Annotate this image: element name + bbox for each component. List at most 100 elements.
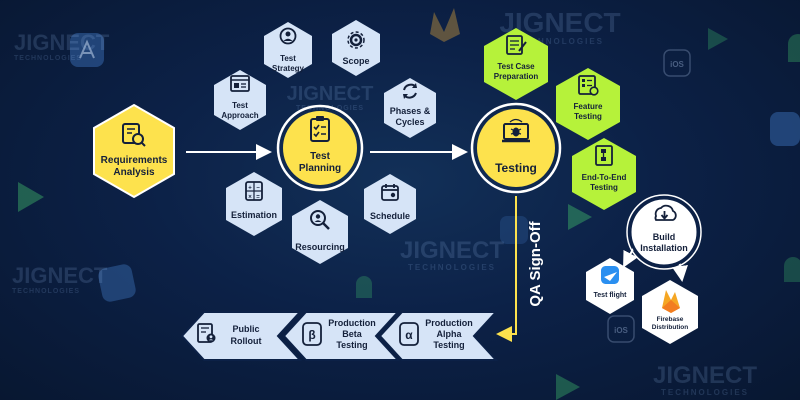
end-to-end-label-line2: Testing [590,183,618,192]
alpha-badge-glyph: α [405,328,413,342]
android-icon [784,257,800,282]
production-beta-line2: Beta [342,329,363,339]
bug-laptop-icon [502,118,530,143]
firebase-label-line1: Firebase [657,316,684,323]
release-step-production-alpha[interactable]: α Production Alpha Testing [378,311,499,361]
app-store-icon [770,112,800,146]
app-store-icon [70,33,104,67]
schedule-hexagon [364,174,416,234]
scope-label: Scope [342,56,369,66]
arrow-qa-signoff [496,196,517,342]
estimation-label: Estimation [231,210,277,220]
android-icon [788,34,800,62]
test-approach-label-line1: Test [232,101,248,110]
planning-item-schedule[interactable]: Schedule [364,174,416,234]
test-case-label-line1: Test Case [497,62,535,71]
build-label-line2: Installation [640,243,688,253]
production-beta-chevron [282,311,401,361]
scope-gear-icon [347,31,365,49]
testing-label: Testing [495,161,537,175]
clipboard-checklist-icon [310,116,330,142]
watermark-tagline: TECHNOLOGIES [408,263,496,272]
testing-circle [477,109,555,187]
public-rollout-line2: Rollout [231,336,262,346]
testing-item-test-case-preparation[interactable]: Test Case Preparation [484,28,548,100]
app-store-icon-glyph [79,39,95,59]
planning-item-scope[interactable]: Scope [332,20,380,76]
ios-label: iOS [614,326,628,335]
beta-badge [302,322,322,346]
release-step-production-beta[interactable]: β Production Beta Testing [282,311,401,361]
build-label-line1: Build [653,232,676,242]
ios-icon [607,315,635,343]
flow-doc-icon [595,145,613,166]
production-alpha-chevron [378,311,499,361]
feature-testing-label-line2: Testing [574,112,602,121]
phases-hexagon [384,78,436,138]
google-play-icon [18,182,44,212]
production-alpha-line1: Production [425,318,473,328]
google-play-icon [568,204,592,230]
test-case-doc-icon [506,35,527,55]
estimation-hexagon [226,172,282,236]
test-strategy-label-line1: Test [280,54,296,63]
cycle-arrows-icon [403,83,417,99]
feature-testing-label-line1: Feature [574,102,603,111]
svg-text:+: + [248,186,252,192]
requirements-hexagon [93,103,175,199]
strategy-person-icon [279,27,297,45]
node-testing[interactable]: Testing [470,102,562,194]
watermark-tagline: TECHNOLOGIES [296,105,364,112]
test-planning-circle [283,111,357,185]
download-cloud-icon [654,204,677,221]
testing-item-end-to-end-testing[interactable]: End-To-End Testing [572,138,636,210]
planning-item-test-strategy[interactable]: Test Strategy [264,22,312,78]
production-alpha-line3: Testing [433,340,464,350]
test-planning-outer-ring [276,104,364,192]
planning-item-estimation[interactable]: + − × = Estimation [226,172,282,236]
watermark-tagline: TECHNOLOGIES [661,388,749,397]
planning-item-resourcing[interactable]: Resourcing [292,200,348,264]
background-decor: iOS iOS [18,8,800,400]
test-flight-label: Test flight [594,292,628,299]
test-approach-hexagon [214,70,266,130]
watermark-brand: JIGNECT [14,30,110,55]
watermark-brand: JIGNECT [400,237,504,264]
test-planning-label-line1: Test [310,151,330,162]
android-icon [356,276,372,298]
magnifier-person-icon [310,210,330,230]
app-store-icon [500,216,528,244]
node-build-installation[interactable]: Build Installation [626,194,702,270]
testing-item-feature-testing[interactable]: Feature Testing [556,68,620,140]
watermark-brand: JIGNECT [653,362,757,389]
planning-item-test-approach[interactable]: Test Approach [214,70,266,130]
node-requirements-analysis[interactable]: Requirements Analysis [93,103,175,199]
testing-outer-ring [470,102,562,194]
user-document-icon [197,323,216,343]
release-step-public-rollout[interactable]: Public Rollout [180,311,303,361]
test-case-label-line2: Preparation [494,72,539,81]
build-target-test-flight[interactable]: Test flight [586,258,634,314]
app-store-icon [98,264,136,302]
watermark-tagline: TECHNOLOGIES [516,37,604,46]
node-test-planning[interactable]: Test Planning [276,104,364,192]
build-installation-ring [626,194,702,270]
ios-label: iOS [670,60,684,69]
feature-list-icon [578,75,599,96]
firebase-icon-inner [662,300,680,313]
watermark-brand: JIGNECT [287,83,374,105]
test-strategy-label-line2: Strategy [272,64,305,73]
phases-label-line1: Phases & [390,106,431,116]
requirements-label-line1: Requirements [101,155,168,166]
phases-label-line2: Cycles [395,117,424,127]
calculator-icon: + − × = [245,181,263,201]
svg-text:=: = [256,195,260,201]
planning-item-phases-cycles[interactable]: Phases & Cycles [384,78,436,138]
watermark-tagline: TECHNOLOGIES [14,55,82,62]
firebase-icon [430,8,460,42]
testflight-icon-glyph [604,272,617,281]
requirements-label-line2: Analysis [113,167,155,178]
public-rollout-line1: Public [232,324,259,334]
build-target-firebase-distribution[interactable]: Firebase Distribution [642,280,698,344]
